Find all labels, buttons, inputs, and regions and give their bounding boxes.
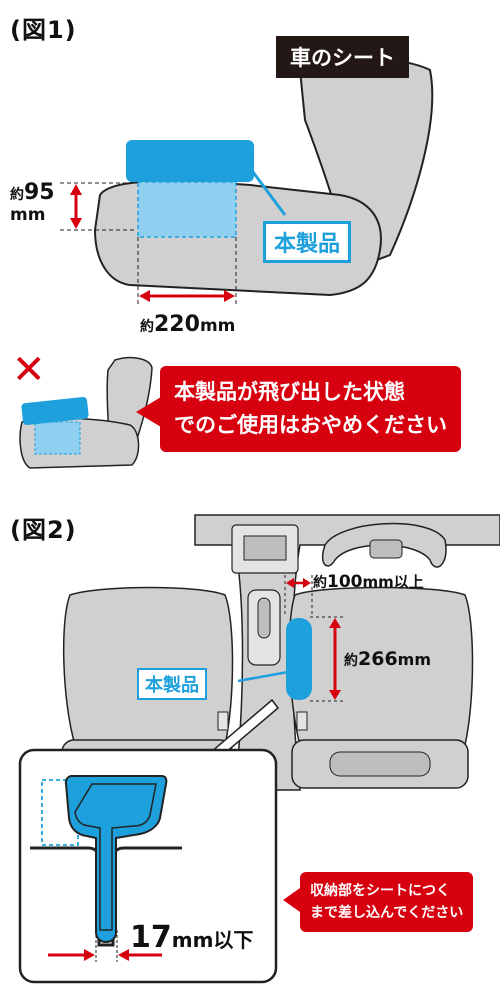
- x-mark-icon: ✕: [12, 347, 46, 393]
- product-tag-fig2: 本製品: [137, 668, 207, 700]
- gap-dimension-label: 約100mm以上: [313, 572, 424, 592]
- product-between-seats: [286, 618, 312, 700]
- product-tag-fig1: 本製品: [263, 221, 352, 263]
- protrusion-warning: 本製品が飛び出した状態 でのご使用はおやめください: [160, 366, 461, 452]
- product-top: [126, 140, 254, 182]
- product-inserted: [64, 775, 168, 944]
- slot-dimension-label: 17mm以下: [130, 920, 254, 955]
- figure2-label: (図2): [10, 516, 77, 544]
- insert-instruction-note: 収納部をシートにつく まで差し込んでください: [300, 872, 474, 932]
- small-seat-illustration: [19, 356, 153, 469]
- car-seat-tag: 車のシート: [276, 36, 409, 78]
- figure1-label: (図1): [10, 16, 77, 44]
- warning-pointer: [136, 394, 166, 430]
- height-dimension-label: 約95 mm: [10, 180, 55, 225]
- width-dimension-label: 約220mm: [140, 312, 236, 337]
- left-seat-back: [62, 586, 234, 746]
- center-console: [194, 514, 500, 791]
- steering-wheel: [321, 522, 447, 568]
- length-dimension-label: 約266mm: [344, 648, 432, 670]
- figure1-illustration: [60, 57, 434, 305]
